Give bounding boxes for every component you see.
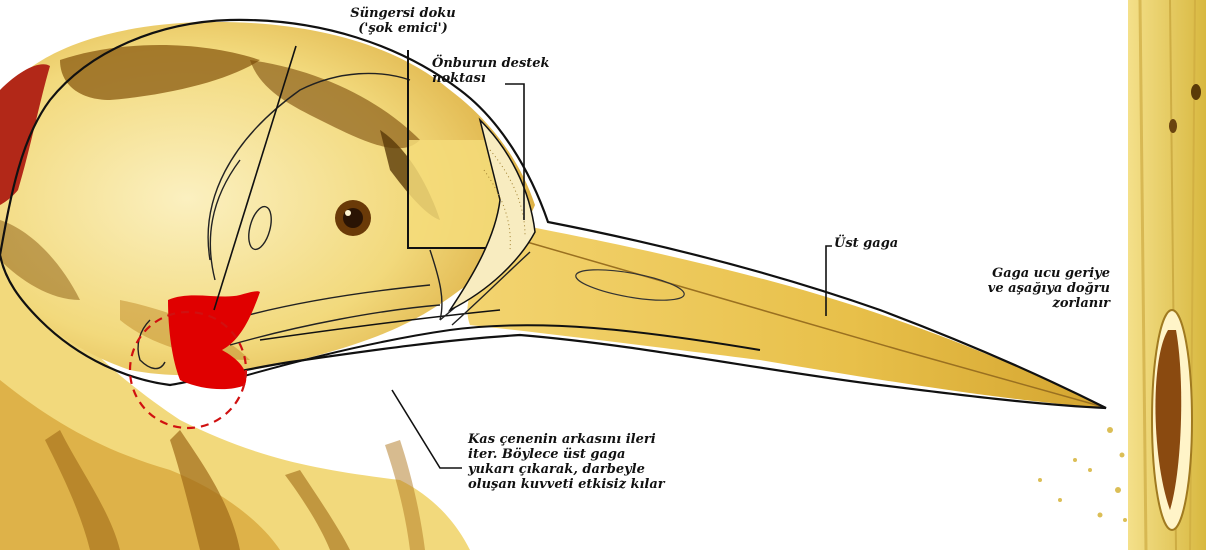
label-muscle: Kas çenenin arkasını ileri iter. Böylece… xyxy=(468,432,728,492)
label-nasal-support: Önburun destek noktası xyxy=(432,56,602,86)
label-upper-beak: Üst gaga xyxy=(834,236,954,251)
label-sponge-tissue: Süngersi doku ('şok emici') xyxy=(318,6,488,36)
label-beak-tip: Gaga ucu geriye ve aşağıya doğru zorlanı… xyxy=(940,266,1110,311)
beak xyxy=(467,225,1105,408)
